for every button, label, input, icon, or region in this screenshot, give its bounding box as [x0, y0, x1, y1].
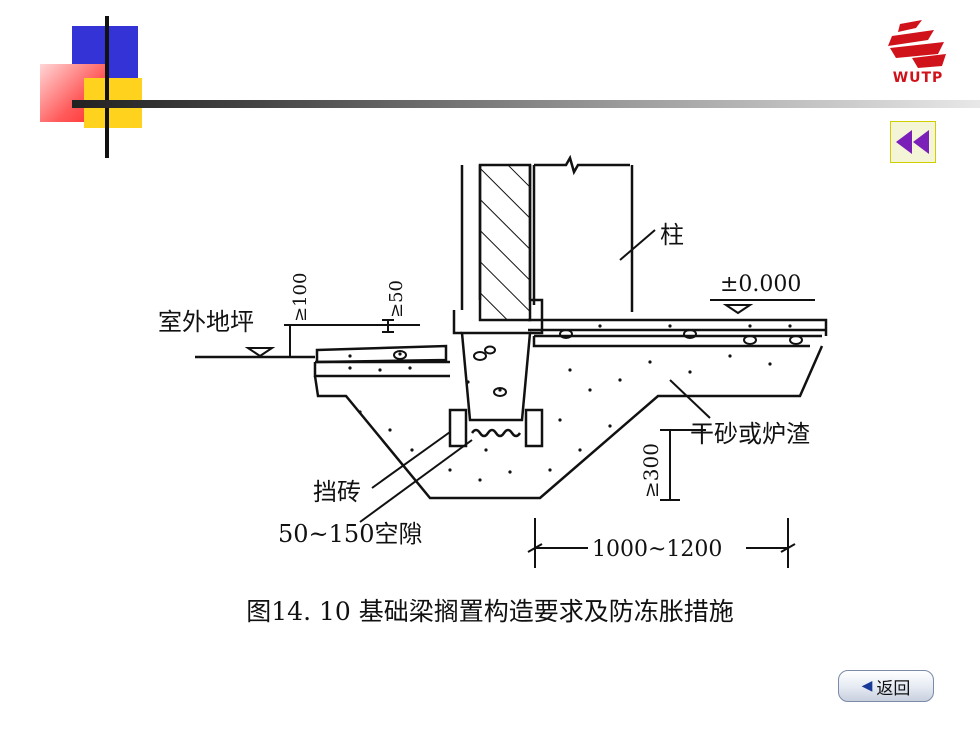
label-column: 柱 [660, 221, 684, 249]
label-dim-50: ≥50 [386, 280, 407, 318]
label-dim-100: ≥100 [290, 273, 311, 322]
label-block-brick: 挡砖 [313, 478, 361, 506]
decor-vertical-line [105, 16, 109, 158]
label-fill: 干砂或炉渣 [690, 420, 810, 448]
double-left-arrow-icon [896, 130, 929, 154]
label-outdoor-ground: 室外地坪 [158, 308, 254, 336]
label-gap: 50~150空隙 [278, 520, 422, 548]
back-button[interactable] [890, 121, 936, 163]
return-button-label: 返回 [876, 678, 911, 699]
left-triangle-icon: ◀ [861, 678, 873, 694]
logo-text: WUTP [892, 70, 944, 86]
wutp-logo-icon [888, 20, 946, 68]
label-dim-300: ≥300 [639, 443, 663, 498]
return-button[interactable]: ◀ 返回 [838, 670, 934, 702]
label-width: 1000~1200 [592, 537, 722, 562]
label-elevation: ±0.000 [720, 272, 801, 297]
decor-header-rule [72, 100, 980, 108]
foundation-beam-diagram: 柱 ±0.000 室外地坪 ≥100 ≥50 干砂或炉渣 ≥300 挡砖 50~… [158, 154, 828, 568]
figure-caption: 图14. 10 基础梁搁置构造要求及防冻胀措施 [246, 597, 734, 626]
